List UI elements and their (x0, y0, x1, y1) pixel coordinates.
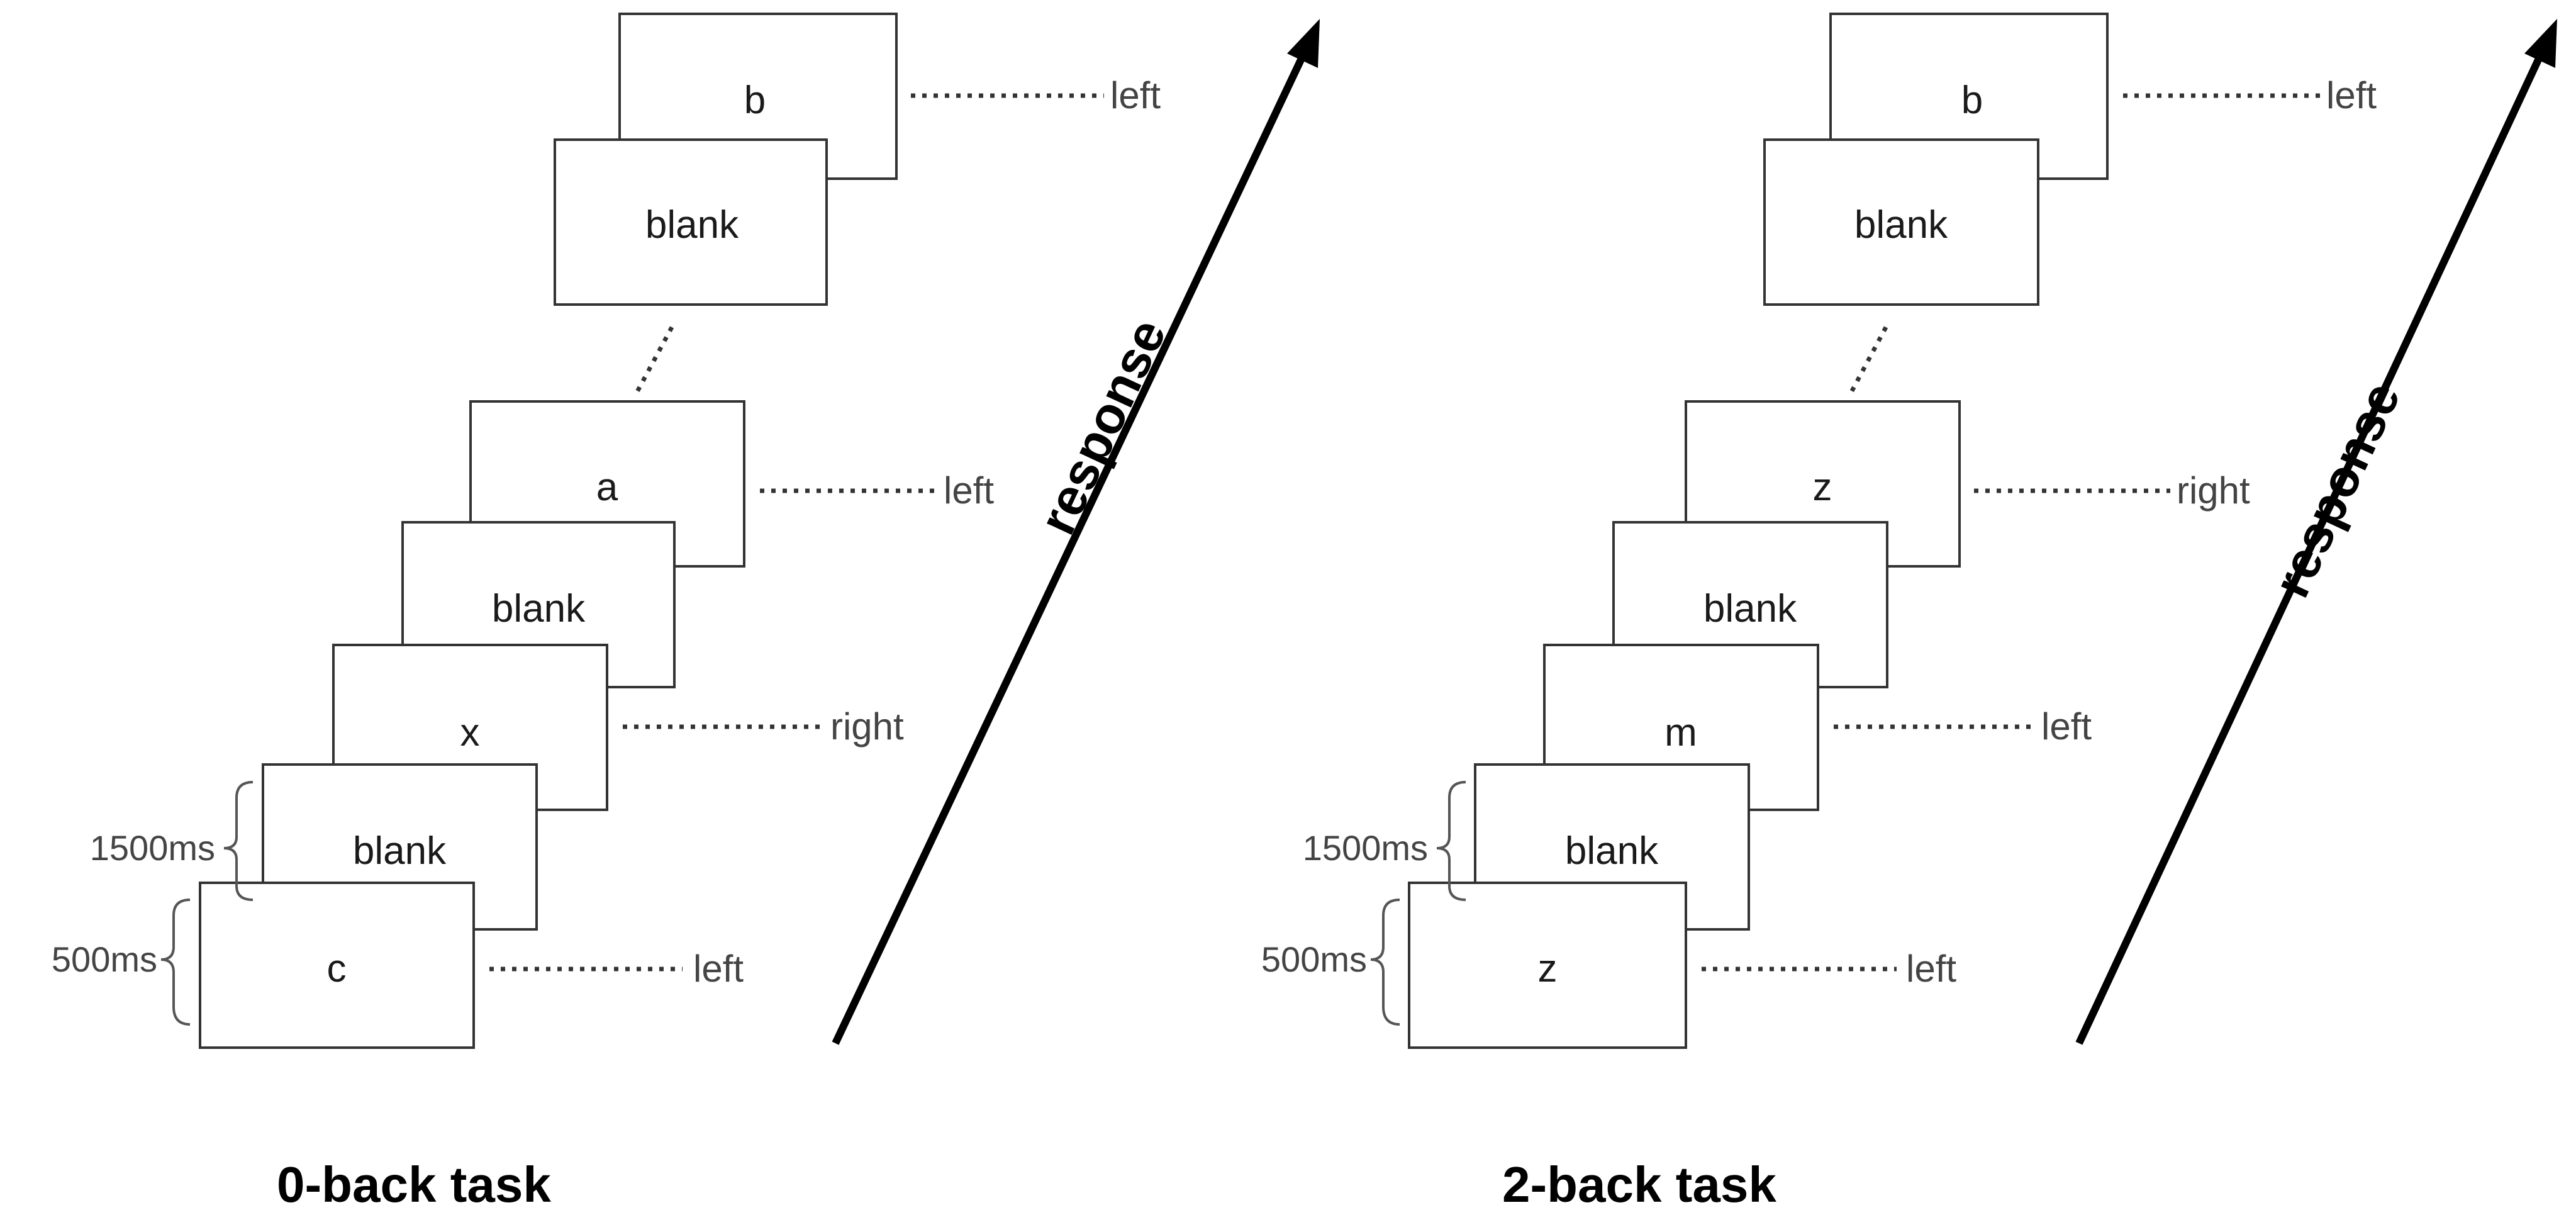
timing-brace-1500ms (1436, 781, 1466, 901)
response-label: left (1110, 74, 1161, 116)
frame-stimulus-c: c (199, 882, 475, 1049)
stimulus-label: blank (1703, 587, 1797, 630)
frame-stimulus-z: z (1408, 882, 1687, 1049)
stimulus-label: c (327, 947, 347, 990)
stimulus-label: z (1813, 466, 1832, 509)
timing-brace-1500ms (223, 781, 254, 901)
panel-2-back: b left blank z right blank m left blank (1261, 13, 2557, 1210)
timing-label-1500ms: 1500ms (1303, 828, 1428, 868)
frame-top-blank: blank (554, 138, 828, 306)
timing-brace-500ms (1370, 899, 1400, 1026)
stimulus-label: blank (492, 587, 586, 630)
stimulus-label: blank (353, 829, 447, 873)
response-label: right (2177, 469, 2250, 512)
response-arrow-label: response (2263, 374, 2412, 606)
response-label: left (944, 469, 994, 512)
stimulus-label: b (744, 79, 766, 122)
stimulus-label: m (1664, 711, 1697, 754)
response-label: right (830, 705, 904, 748)
arrow-head (1287, 19, 1320, 68)
response-label: left (2041, 705, 2092, 748)
timing-label-500ms: 500ms (52, 939, 157, 979)
response-arrow (832, 58, 1305, 1045)
response-label: left (2326, 74, 2377, 116)
panel-0-back: b left blank a left blank x right blank (52, 13, 1320, 1210)
stimulus-label: x (460, 711, 480, 754)
task-title: 2-back task (1502, 1157, 1776, 1210)
timing-label-1500ms: 1500ms (90, 828, 215, 868)
stimulus-label: b (1961, 79, 1983, 122)
stimulus-label: blank (1854, 203, 1948, 247)
frame-blank: blank (262, 763, 538, 931)
continuation-dots (1848, 326, 1888, 395)
timing-label-500ms: 500ms (1261, 939, 1367, 979)
stimulus-label: blank (645, 203, 739, 247)
continuation-dots (633, 326, 674, 396)
response-label: left (1906, 948, 1956, 990)
stimulus-label: a (596, 466, 618, 509)
stimulus-label: blank (1565, 829, 1659, 873)
response-arrow (2075, 58, 2542, 1045)
stimulus-label: z (1538, 947, 1558, 990)
frame-top-blank: blank (1763, 138, 2039, 306)
response-label: left (693, 948, 744, 990)
arrow-head (2524, 19, 2557, 68)
response-arrow-label: response (1029, 311, 1178, 543)
timing-brace-500ms (160, 899, 191, 1026)
task-title: 0-back task (277, 1157, 551, 1210)
